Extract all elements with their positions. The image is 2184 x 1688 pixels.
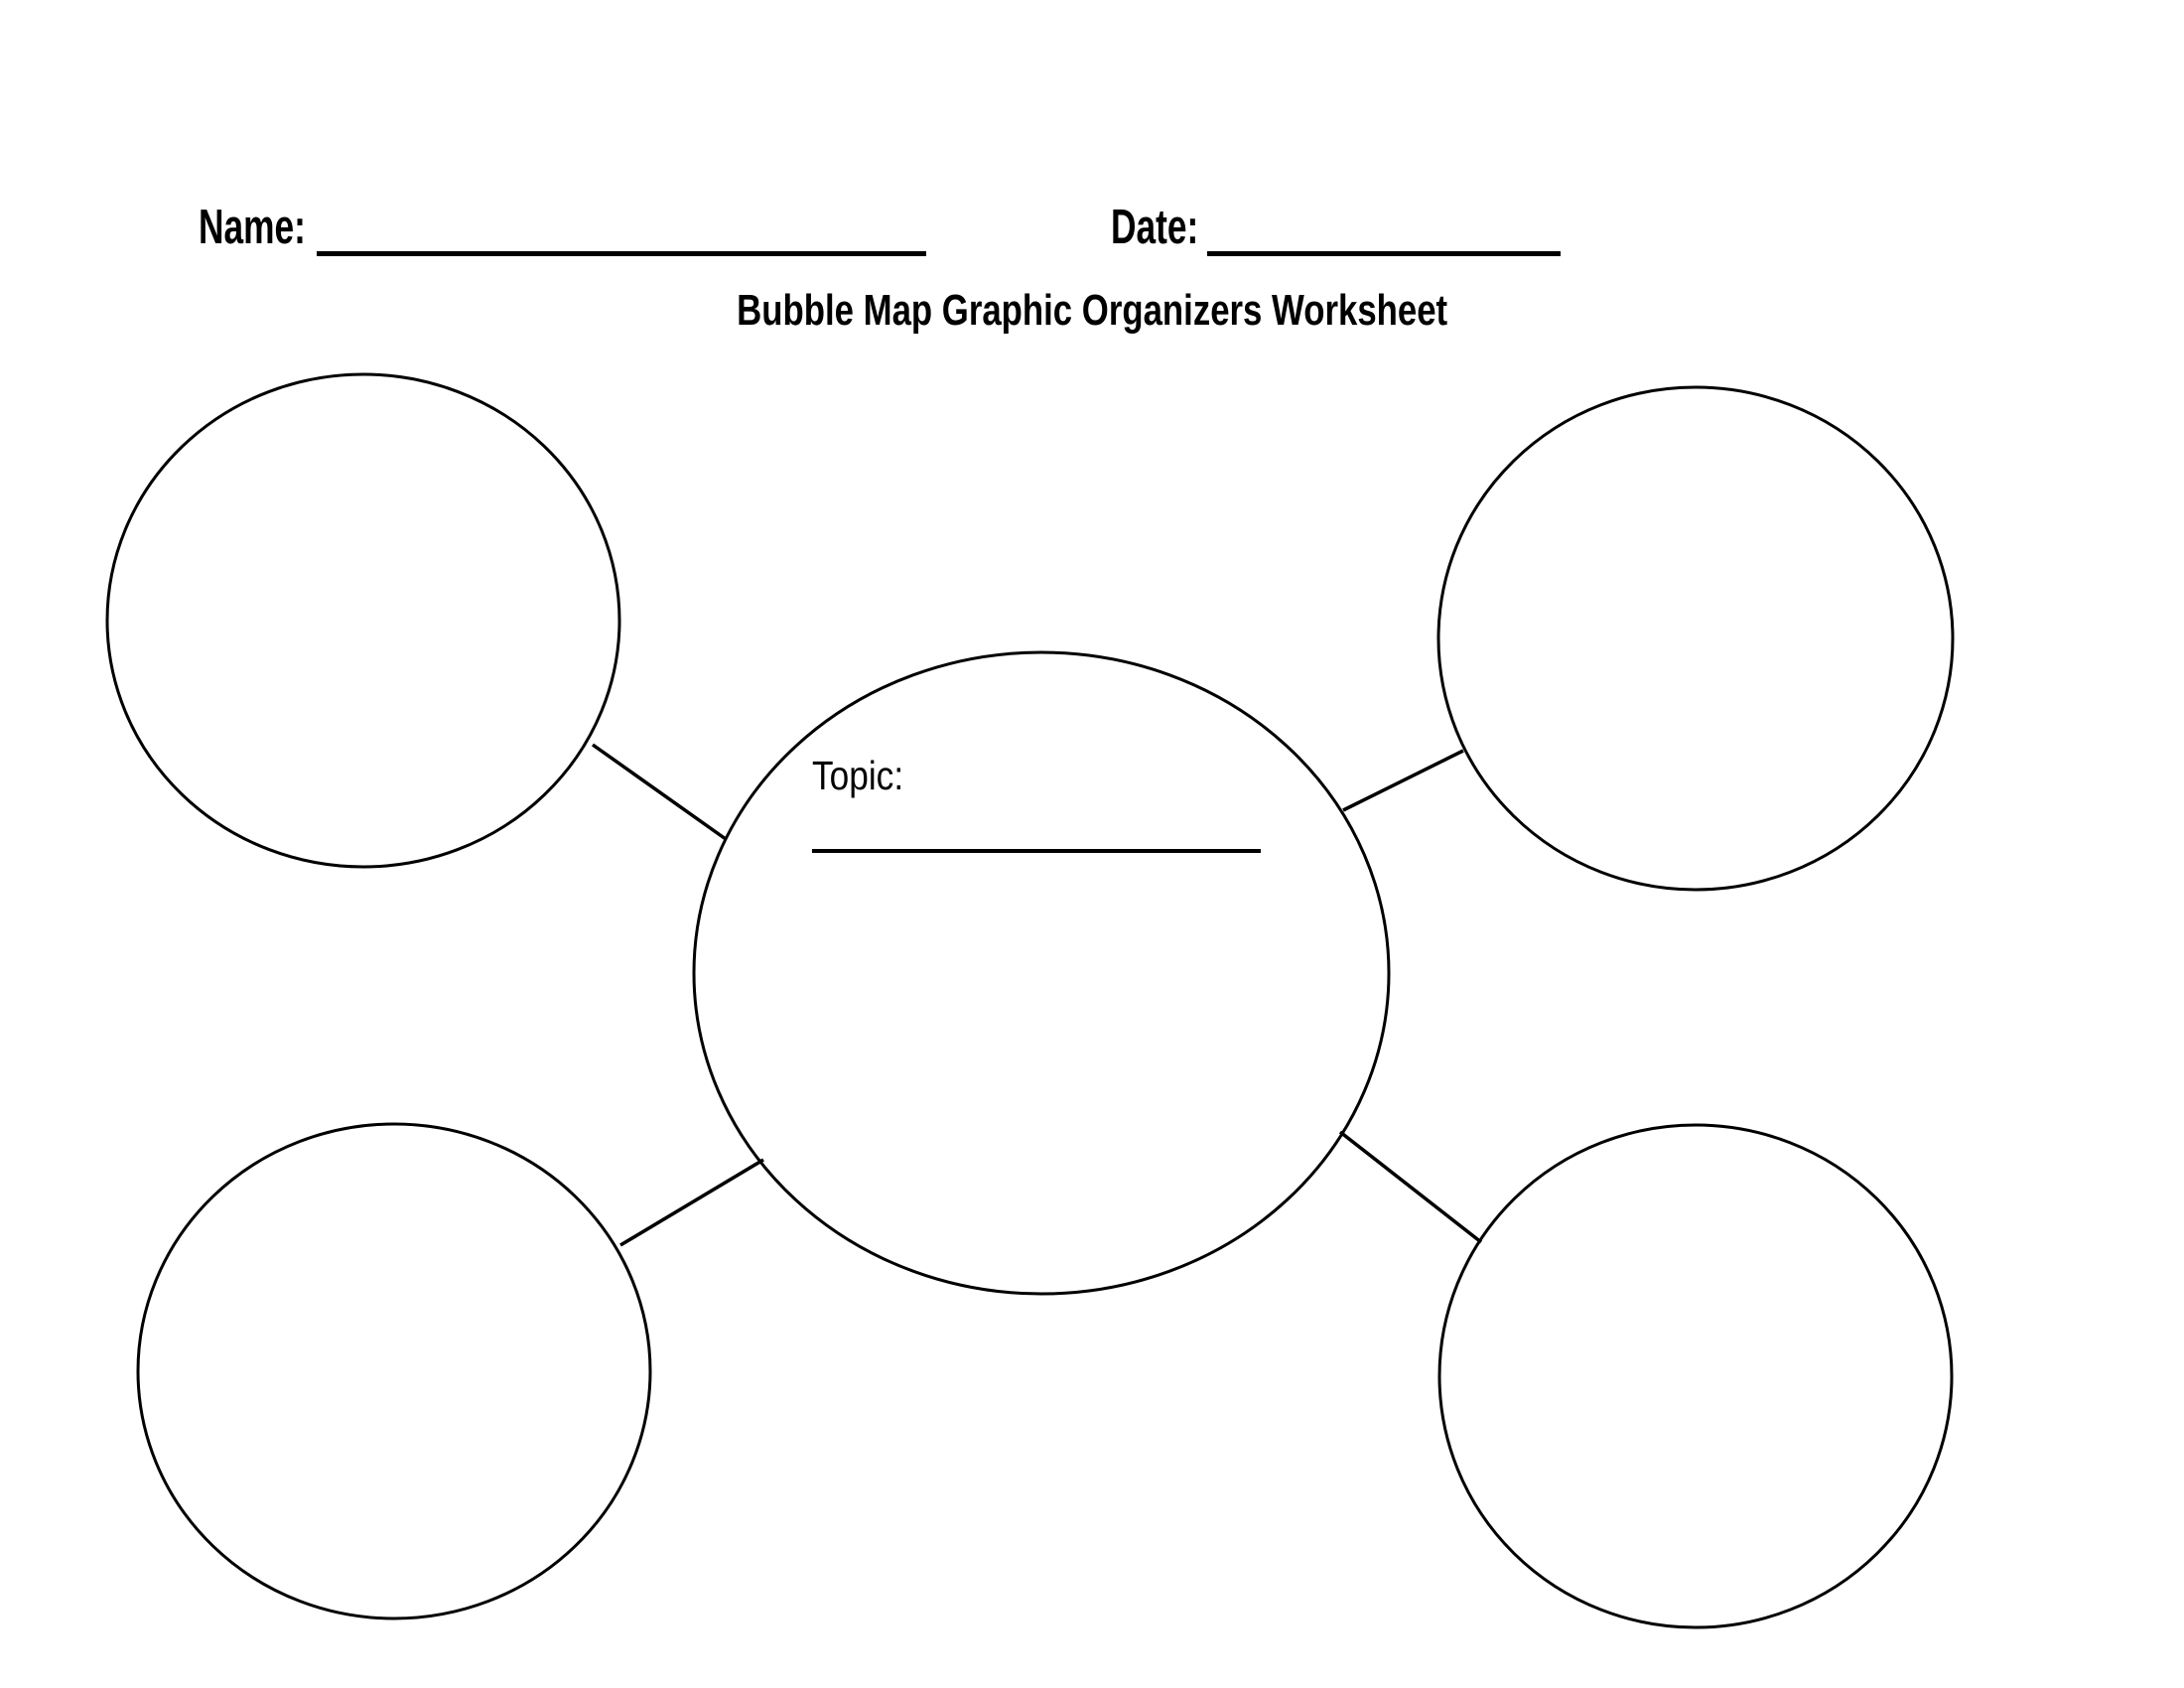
- name-blank-line: [317, 251, 926, 256]
- connector-top-right: [1342, 749, 1464, 812]
- connector-bottom-right: [1338, 1130, 1483, 1244]
- name-label: Name:: [199, 201, 306, 254]
- topic-blank-line: [812, 849, 1261, 853]
- connector-top-left: [591, 743, 728, 841]
- topic-label: Topic:: [812, 753, 904, 798]
- bubble-center-topic: [692, 650, 1391, 1296]
- date-label: Date:: [1111, 201, 1199, 254]
- page-title: Bubble Map Graphic Organizers Worksheet: [0, 289, 2184, 333]
- connector-bottom-left: [619, 1158, 764, 1247]
- bubble-bottom-right: [1437, 1123, 1954, 1629]
- page-title-text: Bubble Map Graphic Organizers Worksheet: [737, 286, 1447, 335]
- date-blank-line: [1207, 251, 1561, 256]
- bubble-top-left: [105, 372, 621, 869]
- bubble-top-right: [1436, 385, 1955, 892]
- bubble-bottom-left: [136, 1122, 652, 1620]
